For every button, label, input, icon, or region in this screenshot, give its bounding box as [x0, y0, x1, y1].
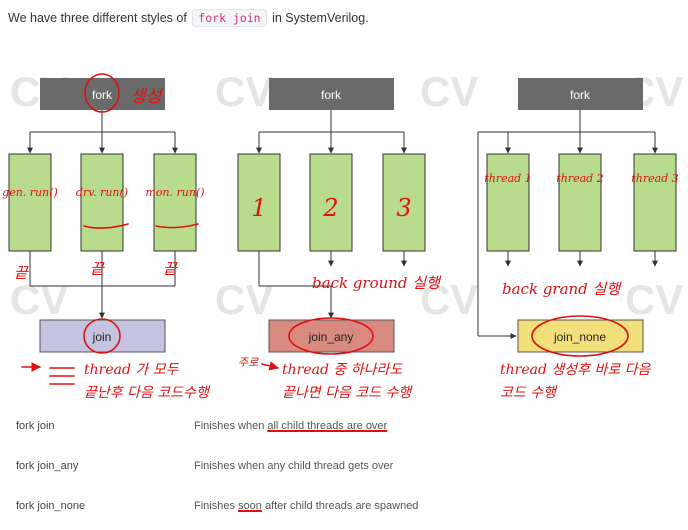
thread-box — [486, 153, 530, 252]
fork-join-table: fork join Finishes when all child thread… — [8, 410, 680, 528]
note-line: 끝난후 다음 코드수행 — [84, 385, 211, 401]
fork-label: fork — [321, 88, 342, 102]
thread-annotation-text: drv. run() — [76, 186, 128, 199]
thread-box — [80, 153, 124, 252]
fork-box — [40, 78, 165, 110]
thread-annotation-text: gen. run() — [2, 186, 58, 199]
note-line: 코드 수행 — [500, 385, 558, 401]
table-cell-type: fork join — [16, 420, 55, 432]
background-annotation: back grand 실행 — [502, 280, 622, 298]
fork-label: fork — [570, 88, 591, 102]
intro-suffix: in SystemVerilog. — [272, 11, 369, 25]
end-annotation: 끝 — [90, 260, 105, 278]
watermark: CV — [420, 276, 478, 323]
end-annotation: 끝 — [14, 264, 29, 282]
thread-label: thread 1 — [484, 172, 531, 185]
table-cell-type: fork join_any — [16, 460, 79, 472]
fork-label: fork — [92, 88, 113, 102]
join-box — [39, 319, 166, 353]
note-line: thread 가 모두 — [84, 362, 180, 378]
intro-code: fork join — [192, 9, 267, 27]
thread-label: 2 — [322, 194, 338, 222]
join-label: join_none — [553, 330, 606, 344]
thread-box — [237, 153, 281, 252]
table-row: fork join_none Finishes soon after child… — [8, 496, 680, 516]
end-annotation: 끝 — [163, 260, 178, 278]
table-row: fork join Finishes when all child thread… — [8, 416, 680, 436]
background-annotation: back ground 실행 — [312, 274, 442, 292]
note-line: thread 중 하나라도 — [282, 362, 403, 378]
fork-join-diagram: CV CV CV CV CV CV CV CV fork join 생성 gen… — [2, 68, 683, 401]
watermark: CV — [625, 276, 683, 323]
diagram-fork-join-none: fork thread 1 thread 2 thread 3 join_non… — [477, 78, 679, 401]
thread-box — [8, 153, 52, 252]
table-cell-desc: Finishes when all child threads are over — [194, 420, 388, 432]
table-cell-desc: Finishes soon after child threads are sp… — [194, 500, 419, 512]
watermark: CV — [420, 68, 478, 115]
join-label: join — [92, 330, 112, 344]
thread-box — [153, 153, 197, 252]
intro-text: We have three different styles of fork j… — [8, 8, 680, 30]
diagram-fork-join-any: fork 1 2 3 join_any back ground 실행 주로 th… — [237, 78, 442, 401]
table-cell-desc: Finishes when any child thread gets over — [194, 460, 394, 472]
join-label: join_any — [308, 330, 354, 344]
watermark: CV — [10, 276, 68, 323]
table-cell-type: fork join_none — [16, 500, 86, 512]
fork-box — [269, 78, 394, 110]
thread-label: thread 2 — [556, 172, 603, 185]
thread-box — [633, 153, 677, 252]
intro-prefix: We have three different styles of — [8, 11, 187, 25]
thread-annotation-text: mon. run() — [145, 186, 204, 199]
thread-label: thread 3 — [631, 172, 678, 185]
fork-box — [518, 78, 643, 110]
thread-label: 1 — [251, 194, 266, 222]
thread-box — [309, 153, 353, 252]
note-line: thread 생성후 바로 다음 — [500, 362, 652, 378]
table-row: fork join_any Finishes when any child th… — [8, 456, 680, 476]
diagram-fork-join: fork join 생성 gen. run() drv. run() mon. … — [2, 73, 211, 401]
watermark: CV — [215, 68, 273, 115]
fork-annotation: 생성 — [130, 87, 164, 107]
thread-label: 3 — [396, 194, 411, 222]
note-prefix: 주로 — [238, 356, 259, 369]
thread-box — [558, 153, 602, 252]
watermark: CV — [215, 276, 273, 323]
thread-box — [382, 153, 426, 252]
note-line: 끝나면 다음 코드 수행 — [282, 385, 413, 401]
